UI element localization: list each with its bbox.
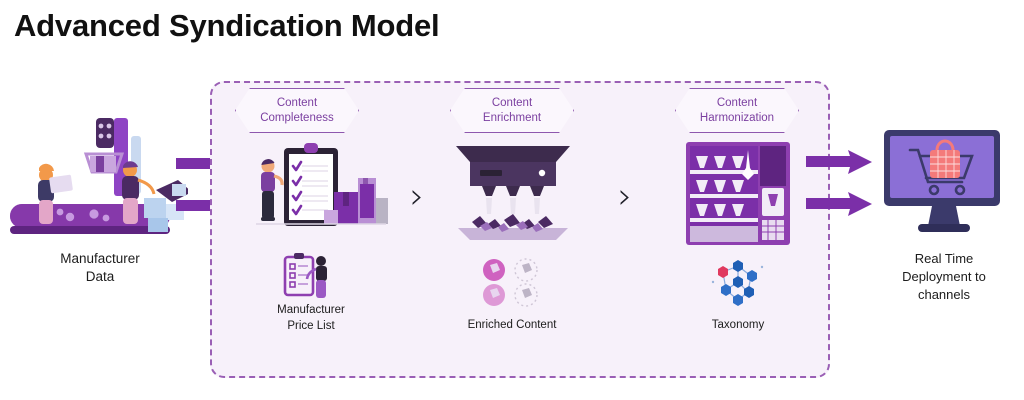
stage-badge-content-completeness[interactable]: Content Completeness <box>235 88 359 133</box>
manufacturer-label-line-1: Manufacturer <box>60 251 140 266</box>
chevron-right-icon-2: › <box>617 176 633 217</box>
manufacturer-data-label: Manufacturer Data <box>22 250 178 286</box>
deployment-label-line-1: Real Time <box>914 251 974 266</box>
manufacturer-price-list-caption: Manufacturer Price List <box>251 303 371 334</box>
content-completeness-illustration <box>248 140 390 245</box>
enriched-content-caption: Enriched Content <box>467 319 557 331</box>
taxonomy-illustration <box>706 258 770 310</box>
stage-badge-content-enrichment[interactable]: Content Enrichment <box>450 88 574 133</box>
pricelist-caption-line-2: Price List <box>287 319 335 332</box>
badge-label-enrichment: Content Enrichment <box>482 96 542 124</box>
enriched-content-illustration <box>478 257 546 309</box>
outbound-arrows <box>806 150 886 220</box>
taxonomy-caption: Taxonomy <box>711 319 765 331</box>
real-time-deployment-illustration <box>880 128 1008 240</box>
badge-label-completeness: Content Completeness <box>260 96 334 124</box>
content-harmonization-illustration <box>686 142 790 245</box>
manufacturer-price-list-illustration <box>283 251 339 301</box>
manufacturer-label-line-2: Data <box>85 269 115 285</box>
stage-badge-content-harmonization[interactable]: Content Harmonization <box>675 88 799 133</box>
deployment-label-line-2: Deployment to <box>902 269 986 285</box>
pricelist-caption-line-1: Manufacturer <box>277 304 345 316</box>
real-time-deployment-label: Real Time Deployment to channels <box>876 250 1012 305</box>
chevron-right-icon-1: › <box>409 176 425 217</box>
page-title: Advanced Syndication Model <box>14 8 440 43</box>
content-enrichment-illustration <box>452 140 574 245</box>
deployment-label-line-3: channels <box>917 287 971 303</box>
manufacturer-data-illustration <box>10 118 192 248</box>
badge-label-harmonization: Content Harmonization <box>699 96 775 124</box>
